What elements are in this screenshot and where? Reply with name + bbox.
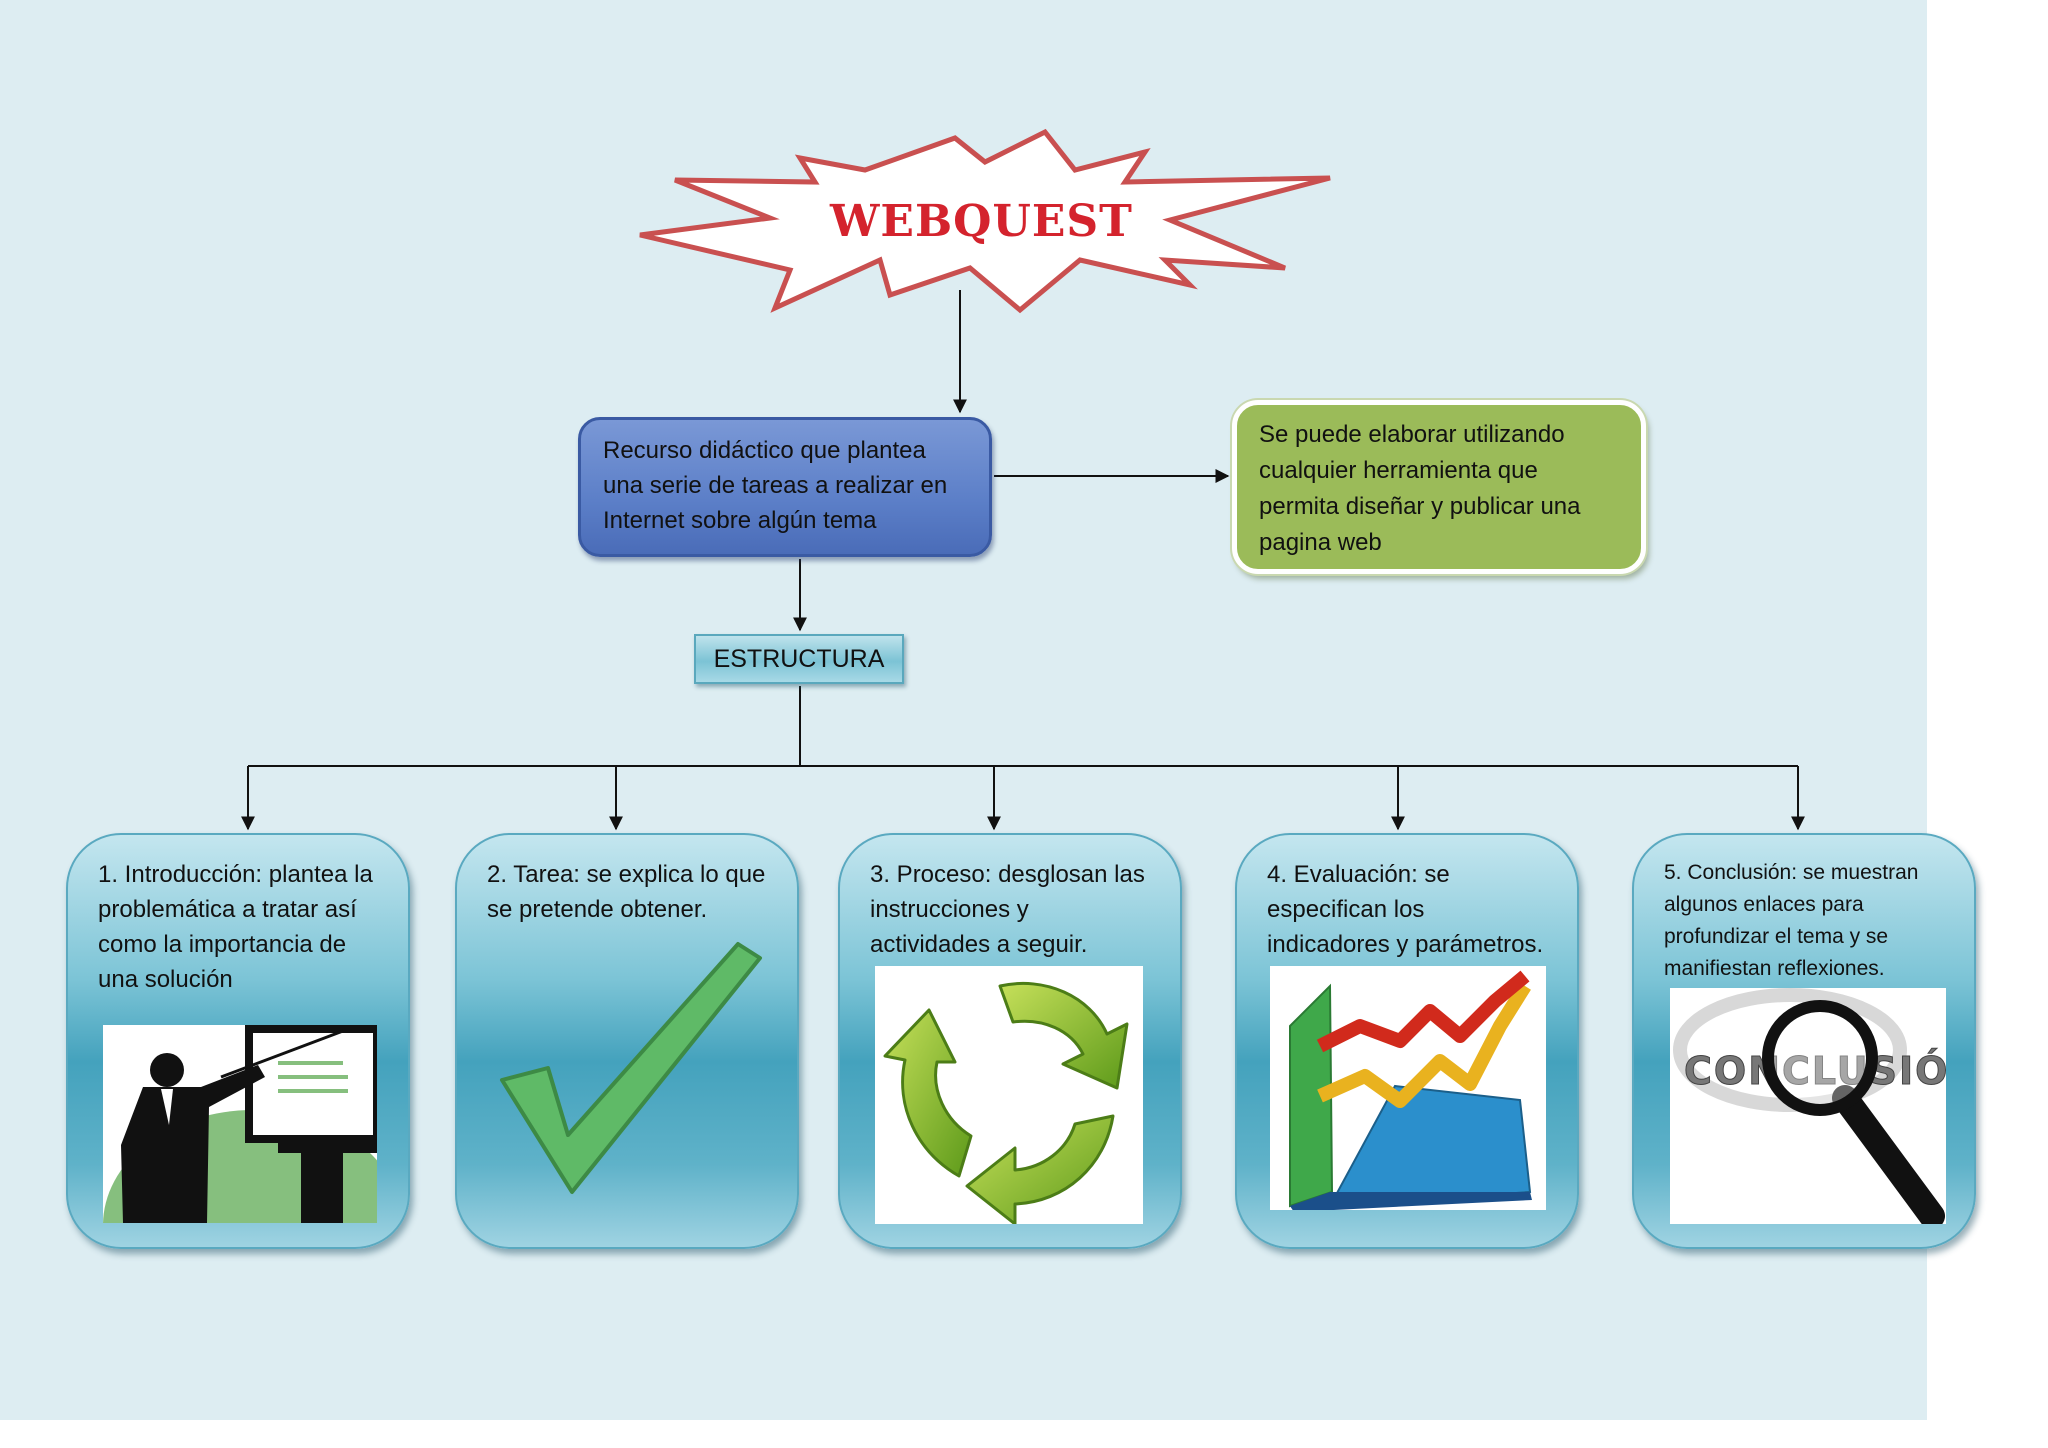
recycle-arrows-icon — [875, 966, 1143, 1224]
step-text-conclusion: 5. Conclusión: se muestran algunos enlac… — [1664, 861, 1919, 980]
line-chart-icon — [1270, 966, 1546, 1210]
webquest-title: WEBQUEST — [830, 196, 1133, 247]
tools-note-box: Se puede elaborar utilizando cualquier h… — [1232, 400, 1646, 574]
presenter-icon — [103, 1025, 377, 1223]
starburst-shape — [639, 128, 1331, 314]
step-text-task: 2. Tarea: se explica lo que se pretende … — [487, 861, 766, 923]
conclusion-image-text: CONCLUSIÓ — [1684, 1049, 1946, 1093]
step-card-task: 2. Tarea: se explica lo que se pretende … — [455, 833, 799, 1249]
step-text-process: 3. Proceso: desglosan las instrucciones … — [870, 861, 1145, 958]
structure-box: ESTRUCTURA — [694, 634, 904, 684]
magnifier-icon: CONCLUSIÓ — [1670, 988, 1946, 1224]
step-text-introduction: 1. Introducción: plantea la problemática… — [98, 861, 373, 993]
step-text-evaluation: 4. Evaluación: se especifican los indica… — [1267, 861, 1544, 958]
definition-box: Recurso didáctico que plantea una serie … — [578, 417, 992, 557]
checkmark-icon — [490, 930, 770, 1205]
